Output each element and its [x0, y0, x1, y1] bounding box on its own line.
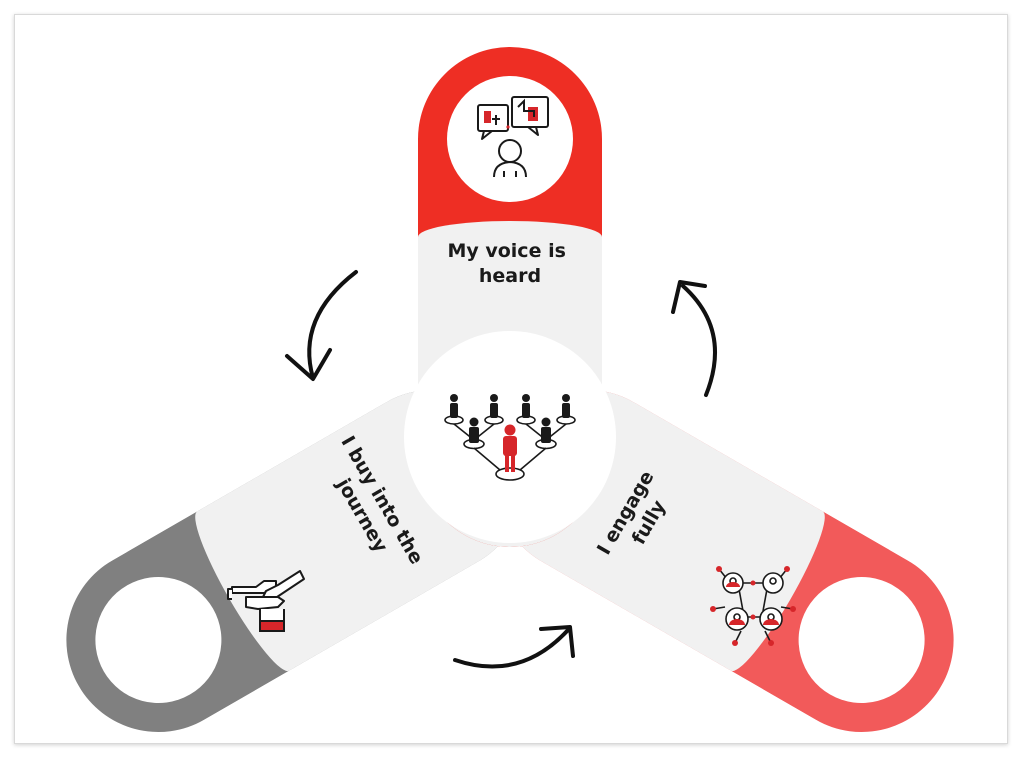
- arrow-top-to-left: [285, 270, 358, 381]
- handshake-icon: [227, 570, 305, 632]
- team-hierarchy-icon: [444, 394, 576, 481]
- arrow-right-to-top: [671, 280, 717, 397]
- label-top: My voice is heard: [447, 240, 572, 287]
- arm-left-icon-circle: [798, 577, 925, 703]
- arm-right-icon-circle: [95, 577, 222, 703]
- feedback-person-icon: [477, 96, 549, 178]
- arrow-left-to-right: [453, 625, 575, 669]
- network-people-icon: [710, 566, 796, 646]
